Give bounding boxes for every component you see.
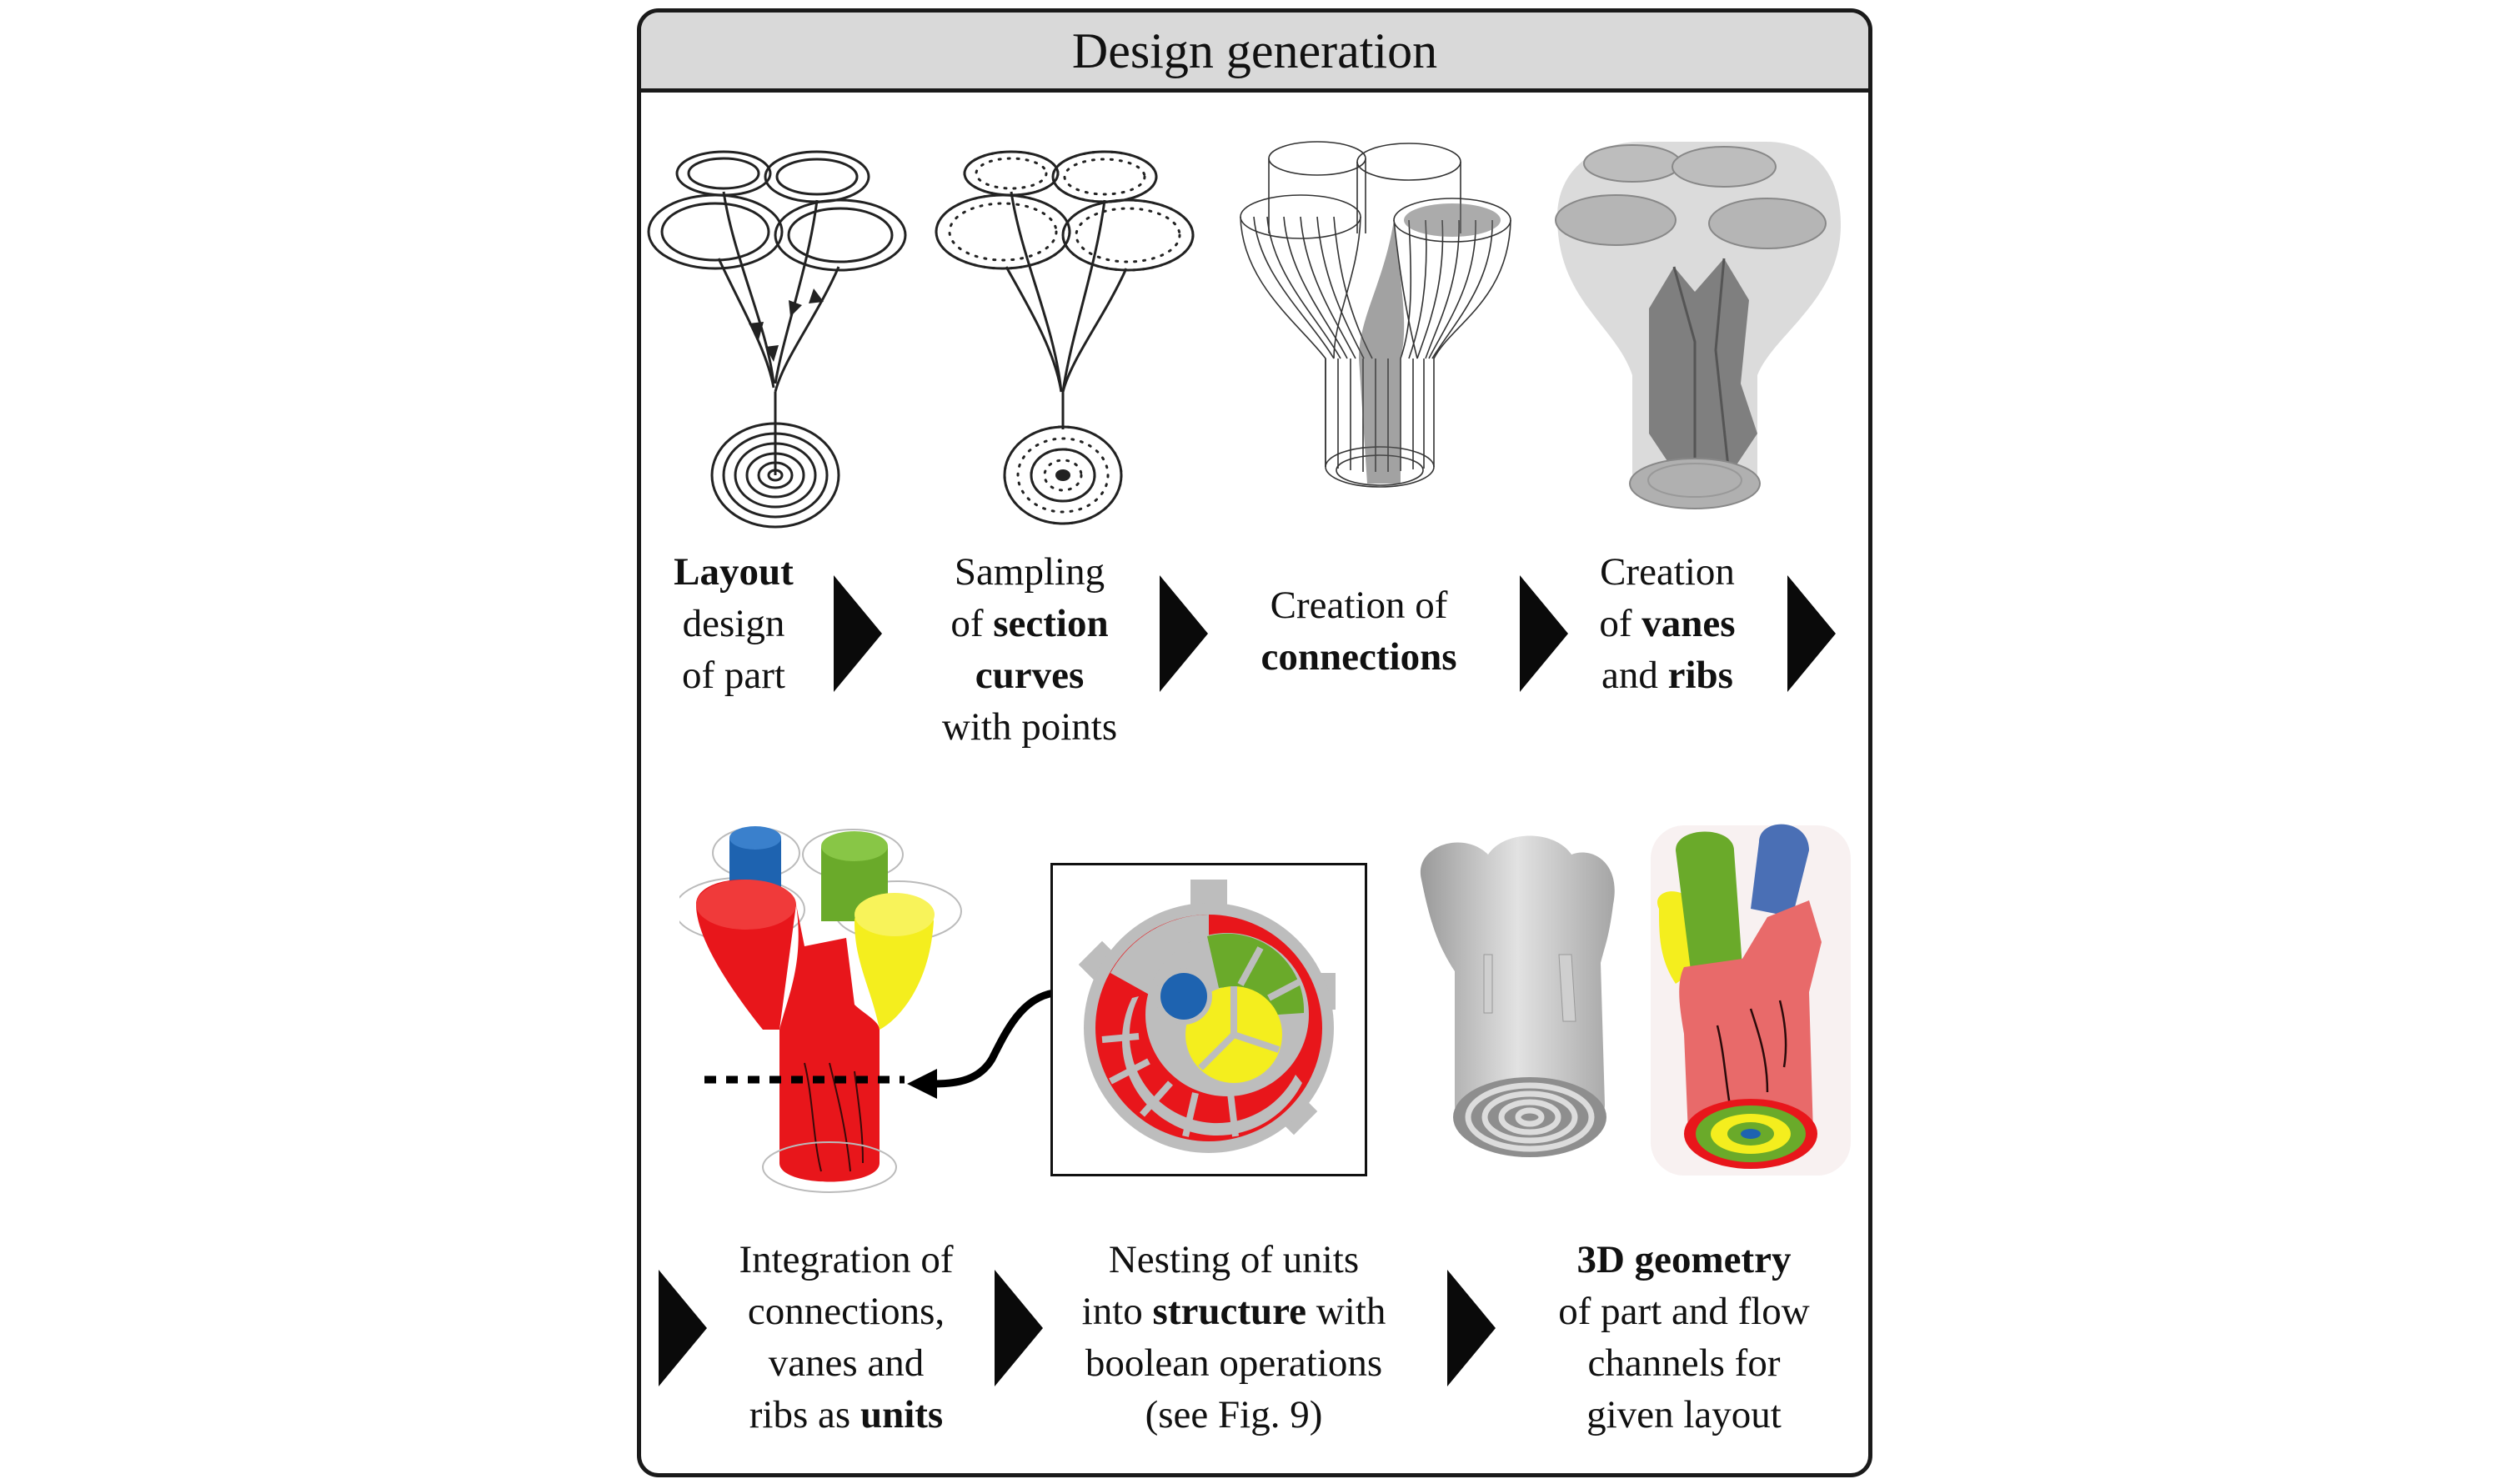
caption-line: Sampling bbox=[921, 546, 1138, 598]
caption-text: of part and flow bbox=[1558, 1290, 1810, 1333]
caption-text: channels for bbox=[1587, 1341, 1781, 1385]
caption-line: with points bbox=[921, 701, 1138, 753]
caption-text: of part bbox=[682, 654, 785, 697]
diagram-title: Design generation bbox=[1071, 23, 1438, 78]
caption-line: and ribs bbox=[1567, 649, 1767, 701]
arrow-icon bbox=[1160, 575, 1208, 692]
caption-line: of part bbox=[646, 649, 821, 701]
caption-text: design bbox=[682, 602, 785, 645]
caption-line: channels for bbox=[1517, 1337, 1851, 1389]
caption-text: Creation bbox=[1600, 550, 1735, 594]
caption-line: Creation of bbox=[1225, 579, 1492, 631]
caption-bold-text: vanes bbox=[1641, 602, 1736, 645]
caption-line: connections bbox=[1225, 631, 1492, 683]
caption-line: ribs as units bbox=[709, 1389, 984, 1441]
caption-line: connections, bbox=[709, 1286, 984, 1337]
caption-line: of part and flow bbox=[1517, 1286, 1851, 1337]
caption-line: (see Fig. 9) bbox=[1050, 1389, 1417, 1441]
connections-illustration bbox=[1240, 141, 1511, 488]
3d-geometry-gray-illustration bbox=[1420, 835, 1615, 1157]
caption-text: boolean operations bbox=[1085, 1341, 1383, 1385]
caption-bold-text: Layout bbox=[674, 550, 794, 594]
caption-line: curves bbox=[921, 649, 1138, 701]
caption-text: with points bbox=[941, 705, 1118, 749]
caption-text: Nesting of units bbox=[1108, 1238, 1360, 1281]
sampling-illustration bbox=[935, 150, 1195, 525]
caption-line: design bbox=[646, 598, 821, 649]
cross-section-illustration bbox=[1078, 880, 1336, 1153]
arrow-icon bbox=[1447, 1270, 1496, 1386]
caption-bold-text: connections bbox=[1261, 635, 1457, 679]
caption-text: Integration of bbox=[739, 1238, 954, 1281]
arrow-icon bbox=[659, 1270, 707, 1386]
3d-geometry-channels-illustration bbox=[1651, 824, 1851, 1176]
caption-line: boolean operations bbox=[1050, 1337, 1417, 1389]
caption-bold-text: section bbox=[993, 602, 1109, 645]
caption-text: and bbox=[1601, 654, 1668, 697]
caption-bold-text: curves bbox=[975, 654, 1085, 697]
arrow-icon bbox=[995, 1270, 1043, 1386]
layout-design-illustration bbox=[647, 150, 907, 529]
caption-text: Sampling bbox=[954, 550, 1105, 594]
caption-line: into structure with bbox=[1050, 1286, 1417, 1337]
integration-units-illustration bbox=[679, 826, 962, 1193]
caption-text: with bbox=[1306, 1290, 1386, 1333]
caption-line: Integration of bbox=[709, 1234, 984, 1286]
caption-bold-text: units bbox=[860, 1393, 944, 1436]
caption-text: (see Fig. 9) bbox=[1145, 1393, 1323, 1436]
caption-text: vanes and bbox=[768, 1341, 925, 1385]
arrow-icon bbox=[834, 575, 882, 692]
arrow-icon bbox=[1787, 575, 1836, 692]
caption-text: connections, bbox=[747, 1290, 945, 1333]
caption-bold-text: structure bbox=[1152, 1290, 1307, 1333]
caption-text: of bbox=[1599, 602, 1642, 645]
caption-line: Creation bbox=[1567, 546, 1767, 598]
caption-line: Layout bbox=[646, 546, 821, 598]
caption-line: of section bbox=[921, 598, 1138, 649]
caption-line: vanes and bbox=[709, 1337, 984, 1389]
vanes-ribs-illustration bbox=[1555, 142, 1841, 509]
caption-layout-design: Layout design of part bbox=[646, 546, 821, 701]
caption-connections: Creation of connections bbox=[1225, 579, 1492, 683]
title-bar: Design generation bbox=[641, 13, 1868, 93]
caption-line: of vanes bbox=[1567, 598, 1767, 649]
caption-line: Nesting of units bbox=[1050, 1234, 1417, 1286]
caption-line: given layout bbox=[1517, 1389, 1851, 1441]
caption-text: Creation of bbox=[1270, 584, 1448, 627]
arrow-icon bbox=[1520, 575, 1568, 692]
caption-line: 3D geometry bbox=[1517, 1234, 1851, 1286]
caption-text: of bbox=[950, 602, 994, 645]
caption-text: given layout bbox=[1586, 1393, 1782, 1436]
caption-bold-text: 3D geometry bbox=[1576, 1238, 1792, 1281]
caption-bold-text: ribs bbox=[1667, 654, 1733, 697]
caption-text: ribs as bbox=[749, 1393, 860, 1436]
caption-3d-geometry: 3D geometry of part and flow channels for g… bbox=[1517, 1234, 1851, 1441]
curved-arrow-icon bbox=[907, 988, 1065, 1099]
caption-text: into bbox=[1081, 1290, 1153, 1333]
